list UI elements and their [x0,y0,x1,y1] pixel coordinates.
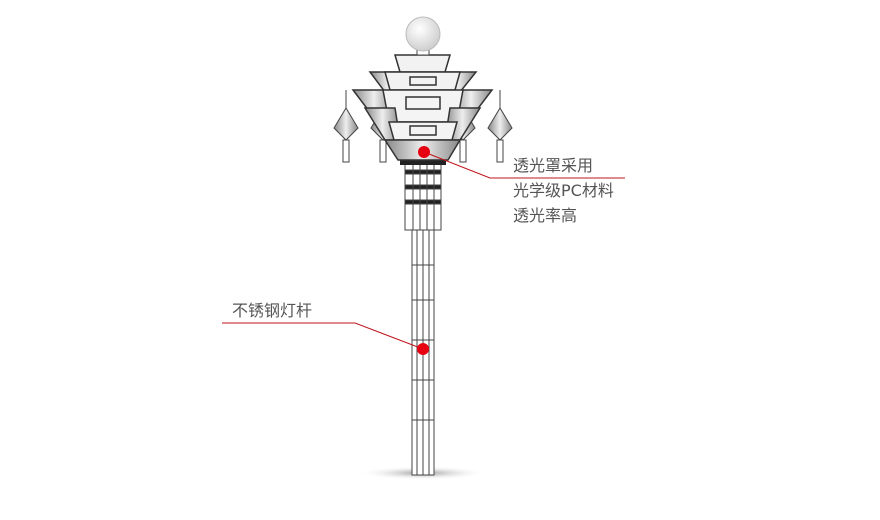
marker-cover [418,146,430,158]
marker-pole [417,343,429,355]
top-globe [405,16,441,52]
callout-line: 透光罩采用 [513,156,594,175]
callout-line: 透光率高 [513,206,578,225]
callout-leader-pole [222,322,424,350]
callout-leader-cover [423,151,625,179]
pole [404,159,442,476]
callout-cover-text: 透光罩采用 光学级PC材料 透光率高 [513,153,614,228]
callout-line: 不锈钢灯杆 [232,301,313,320]
lantern-tiers [351,54,494,161]
callout-line: 光学级PC材料 [513,181,614,200]
callout-pole-text: 不锈钢灯杆 [232,298,312,323]
